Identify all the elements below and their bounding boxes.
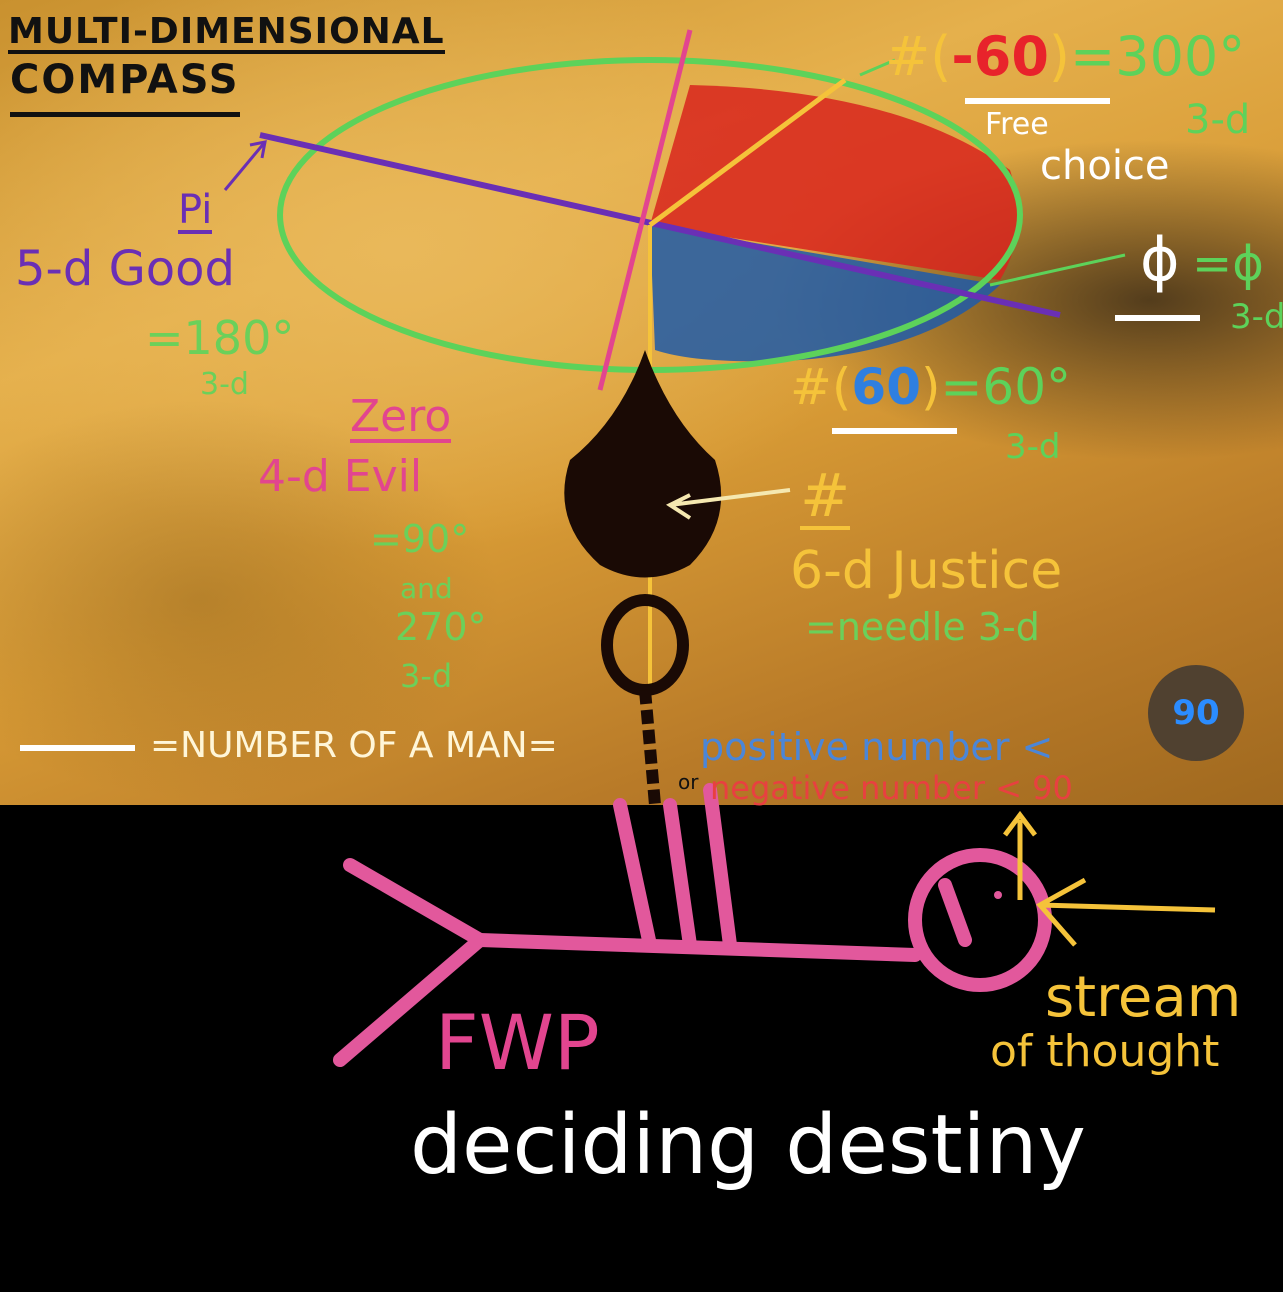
label-stream: stream — [1045, 965, 1242, 1030]
label-of-thought: of thought — [990, 1026, 1220, 1077]
label-evil: 4-d Evil — [258, 451, 423, 502]
hash-close: ) — [1048, 25, 1070, 88]
label-positive: positive number < — [700, 725, 1054, 769]
label-180-dim: 3-d — [200, 367, 249, 402]
label-zero: Zero — [350, 391, 452, 443]
label-60-dim: 3-d — [1005, 427, 1061, 467]
underline-neg60 — [965, 98, 1110, 104]
label-free: Free — [985, 107, 1049, 142]
label-270-dim: 3-d — [400, 657, 453, 695]
neg60-value: -60 — [951, 25, 1049, 88]
label-180: =180° — [145, 311, 295, 365]
label-pos60: #(60)=60° — [790, 362, 1071, 412]
label-phi-eq: =ϕ — [1192, 236, 1264, 292]
arrow-free-choice — [859, 58, 896, 77]
arrow-stream-of-thought — [1003, 810, 1216, 947]
label-needle: =needle 3-d — [805, 605, 1040, 649]
hash-open-2: #( — [790, 358, 852, 416]
label-60: =60° — [940, 358, 1072, 416]
label-fwp: FWP — [435, 998, 600, 1087]
title-line2: COMPASS — [10, 60, 240, 117]
label-phi: ϕ — [1140, 225, 1180, 295]
live-text-button[interactable]: 90 — [1148, 665, 1244, 761]
pendulum-ring — [601, 594, 689, 696]
stick-figure-eye — [994, 891, 1002, 899]
label-number-of-man: =NUMBER OF A MAN= — [150, 725, 558, 766]
purple-axis-line — [259, 132, 1061, 318]
label-pi: Pi — [178, 187, 213, 234]
red-sector — [650, 85, 1018, 280]
hash-close-2: ) — [921, 358, 941, 416]
title-line1: MULTI-DIMENSIONAL — [8, 11, 445, 54]
live-text-scan-icon: 90 — [1172, 693, 1220, 733]
label-negative: negative number < 90 — [710, 769, 1073, 807]
label-good: 5-d Good — [15, 241, 235, 297]
pos60-value: 60 — [851, 358, 921, 416]
label-300: =300° — [1069, 25, 1246, 88]
underline-pos60 — [832, 428, 957, 434]
hash-open: #( — [885, 25, 952, 88]
pendulum-bob — [564, 350, 722, 578]
label-neg60: #(-60)=300° — [885, 30, 1245, 84]
arrow-pi — [223, 140, 267, 191]
label-90: =90° — [370, 517, 470, 561]
label-hash: # — [800, 461, 851, 531]
stick-figure — [333, 783, 1052, 1067]
arrow-justice — [665, 488, 791, 520]
label-300-dim: 3-d — [1185, 97, 1251, 143]
label-phi-dim: 3-d — [1230, 297, 1283, 337]
man-line — [20, 745, 135, 751]
pendulum-chain — [639, 689, 661, 806]
label-and: and — [400, 572, 453, 605]
label-deciding-destiny: deciding destiny — [410, 1098, 1086, 1193]
label-justice: 6-d Justice — [790, 541, 1063, 601]
pink-axis-line — [597, 29, 693, 391]
arrow-phi — [989, 253, 1126, 287]
label-270: 270° — [395, 605, 487, 649]
yellow-vector — [648, 77, 847, 228]
underline-phi — [1115, 315, 1200, 321]
label-or: or — [678, 770, 699, 794]
label-choice: choice — [1040, 143, 1170, 189]
